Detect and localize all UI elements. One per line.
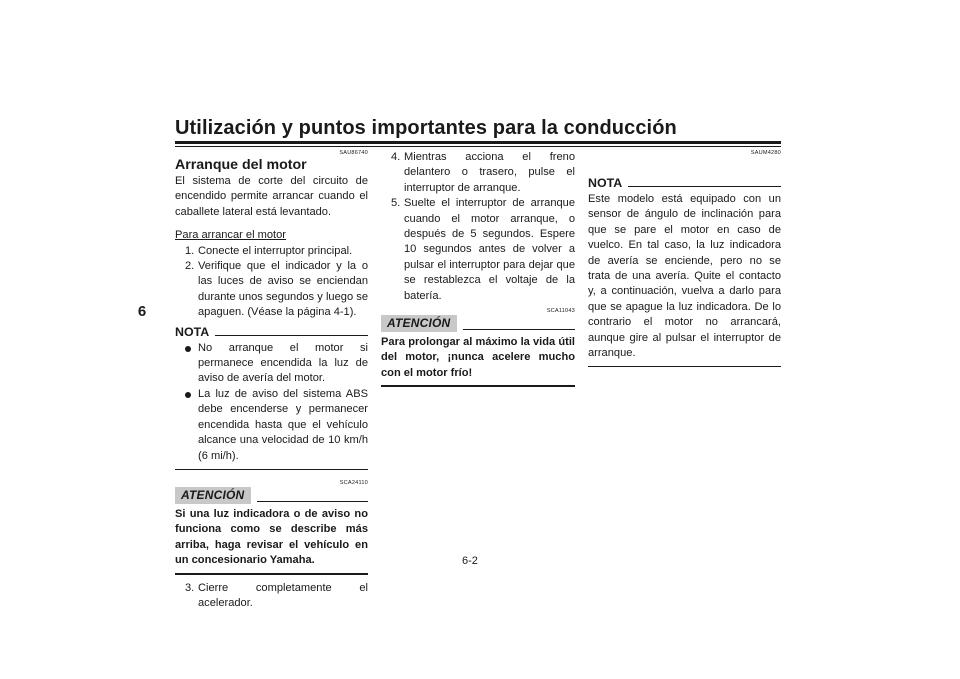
nota-label: NOTA (175, 324, 210, 339)
bullet-text: La luz de aviso del sistema ABS debe enc… (198, 387, 368, 462)
caution-text: Para prolongar al máximo la vida útil de… (381, 336, 575, 379)
caution-end-rule (175, 572, 368, 575)
caution-code: SCA24110 (339, 479, 368, 486)
list-item: La luz de aviso del sistema ABS debe enc… (175, 387, 368, 464)
nota-header: NOTA (175, 325, 368, 339)
section-heading: Arranque del motor (175, 157, 307, 173)
list-item: 5. Suelte el interruptor de arranque cua… (381, 196, 575, 304)
steps-list: 4. Mientras acciona el freno delantero o… (381, 150, 575, 304)
nota-bullet-list: No arranque el motor si permanece encend… (175, 341, 368, 464)
section-code: SAU86740 (339, 150, 368, 156)
caution-header: ATENCIÓN (175, 486, 368, 504)
nota-end-rule (175, 468, 368, 470)
caution-header: ATENCIÓN (381, 315, 575, 333)
procedure-subheading: Para arrancar el motor (175, 229, 286, 242)
step-text: Suelte el interruptor de arranque cuando… (404, 197, 575, 302)
list-item: No arranque el motor si permanece encend… (175, 341, 368, 387)
bullet-icon (185, 345, 191, 352)
step-text: Conecte el interruptor principal. (198, 244, 353, 257)
column-1: SAU86740 Arranque del motor El sistema d… (175, 150, 368, 611)
column-2: 4. Mientras acciona el freno delantero o… (381, 150, 575, 388)
page-header-title: Utilización y puntos importantes para la… (175, 117, 677, 139)
nota-end-rule (588, 366, 781, 368)
step-text: Mientras acciona el freno delantero o tr… (404, 151, 575, 194)
bullet-icon (185, 391, 191, 398)
column-3: SAUM4280 NOTA Este modelo está equipado … (588, 150, 781, 368)
header-rule (175, 141, 781, 144)
steps-list: 1. Conecte el interruptor principal. 2. … (175, 244, 368, 321)
step-number: 5. (391, 197, 401, 210)
nota-rule (628, 186, 781, 187)
steps-list-continued: 3. Cierre completamente el acelerador. (175, 581, 368, 612)
list-item: 3. Cierre completamente el acelerador. (175, 581, 368, 612)
caution-text: Si una luz indicadora o de aviso no func… (175, 507, 368, 567)
step-number: 2. (185, 260, 195, 273)
bullet-text: No arranque el motor si permanece encend… (198, 341, 368, 385)
step-number: 4. (391, 151, 401, 163)
section-code: SAUM4280 (750, 150, 781, 156)
page-number: 6-2 (462, 555, 478, 567)
chapter-tab: 6 (137, 302, 147, 320)
caution-code: SCA11043 (546, 308, 575, 315)
step-number: 3. (185, 581, 195, 594)
header-rule-thin (175, 146, 781, 147)
step-text: Cierre completamente el acelerador. (198, 581, 368, 609)
nota-rule (215, 334, 368, 336)
step-number: 1. (185, 244, 195, 257)
list-item: 4. Mientras acciona el freno delantero o… (381, 150, 575, 196)
nota-label: NOTA (588, 176, 623, 190)
list-item: 2. Verifique que el indicador y la o las… (175, 259, 368, 321)
caution-rule (257, 500, 368, 502)
list-item: 1. Conecte el interruptor principal. (175, 244, 368, 259)
caution-end-rule (381, 385, 575, 388)
step-text: Verifique que el indicador y la o las lu… (198, 260, 368, 319)
intro-paragraph: El sistema de corte del circuito de ence… (175, 175, 368, 218)
caution-label: ATENCIÓN (381, 315, 458, 333)
caution-rule (463, 329, 575, 331)
caution-label: ATENCIÓN (175, 486, 252, 504)
nota-text: Este modelo está equipado con un sensor … (588, 193, 781, 360)
nota-header: NOTA (588, 176, 781, 190)
